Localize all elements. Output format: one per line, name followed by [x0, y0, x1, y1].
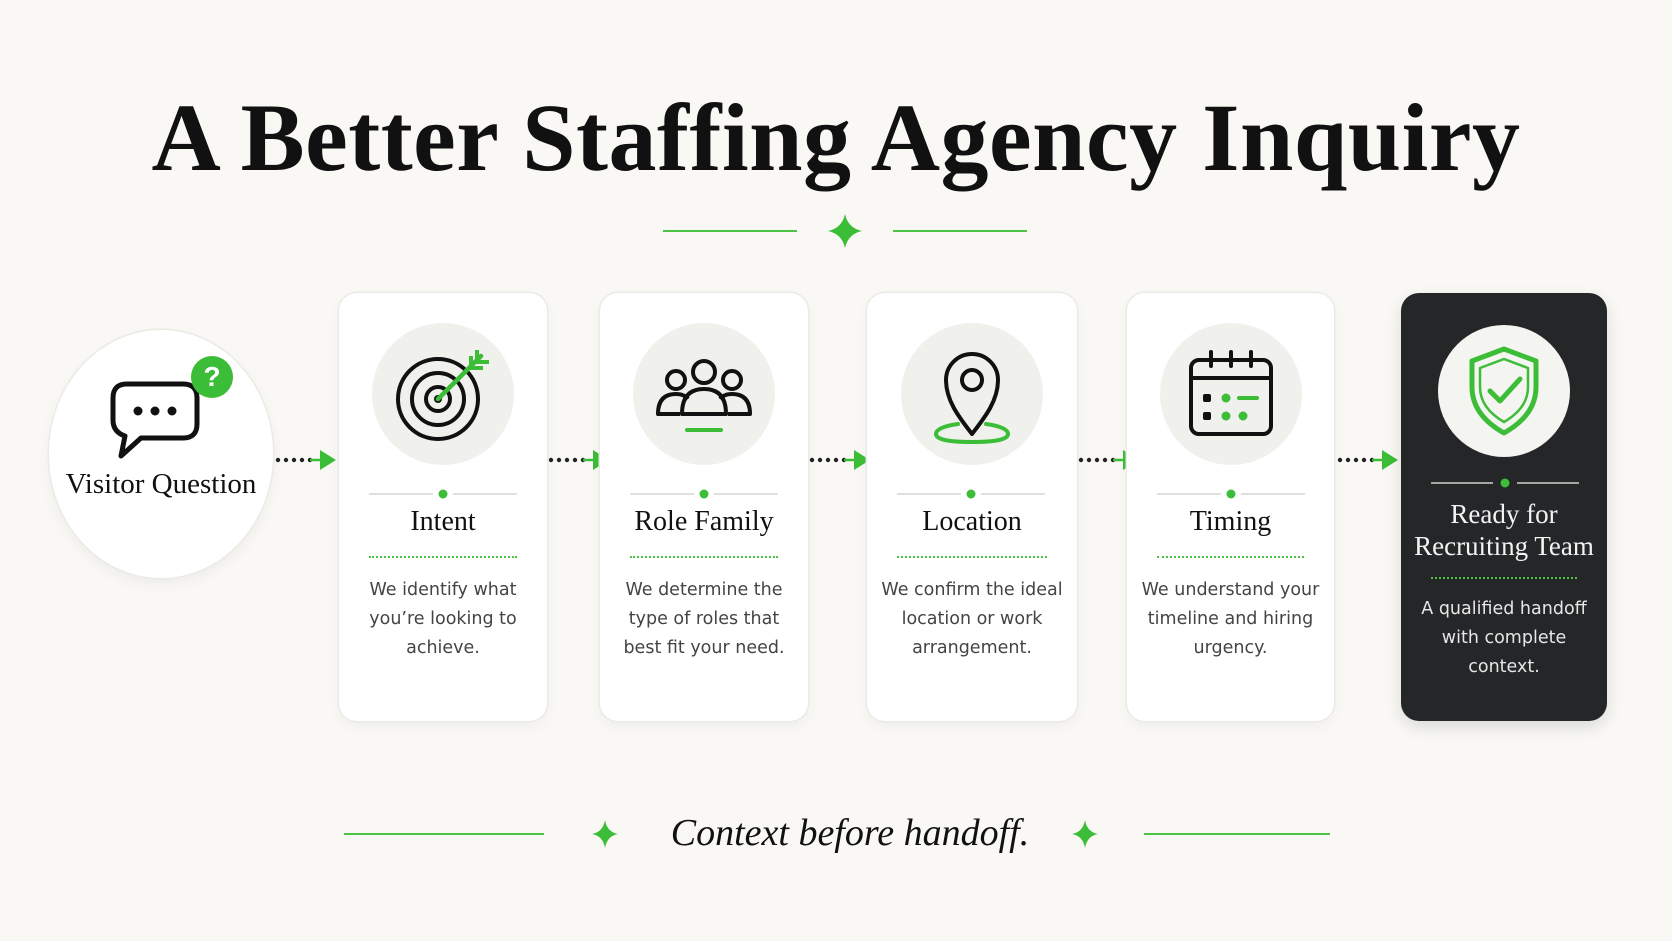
dotted-divider — [369, 556, 517, 558]
final-title: Ready for Recruiting Team — [1414, 499, 1594, 561]
divider-dot — [1431, 478, 1579, 488]
step-title: Timing — [1189, 506, 1272, 537]
divider-dot — [369, 489, 517, 499]
step-card-intent: Intent We identify what you’re looking t… — [339, 293, 547, 721]
step-description: We determine the type of roles that best… — [623, 580, 785, 658]
sparkle-icon — [592, 820, 618, 848]
divider-dot — [1157, 489, 1305, 499]
calendar-icon — [1188, 350, 1273, 436]
page-title: A Better Staffing Agency Inquiry — [151, 84, 1521, 191]
divider-dot — [897, 489, 1045, 499]
step-title: Intent — [410, 506, 476, 537]
step-description: We confirm the ideal location or work ar… — [881, 580, 1063, 658]
tagline: Context before handoff. — [670, 812, 1030, 854]
sparkle-icon — [1072, 820, 1098, 848]
icon-circle — [633, 323, 775, 465]
sparkle-icon — [828, 214, 862, 248]
dotted-divider — [897, 556, 1047, 558]
step-card-location: Location We confirm the ideal location o… — [867, 293, 1077, 721]
icon-circle — [372, 323, 514, 465]
dotted-divider — [1431, 577, 1577, 579]
step-title: Location — [922, 506, 1022, 537]
step-card-timing: Timing We understand your timeline and h… — [1127, 293, 1334, 721]
connector-arrow — [275, 450, 336, 470]
icon-circle — [1438, 325, 1570, 457]
icon-circle — [1159, 323, 1302, 465]
visitor-question-node: ? Visitor Question — [49, 330, 273, 578]
footer-ornament — [344, 820, 1330, 848]
question-badge-icon: ? — [191, 356, 233, 398]
connector-arrow — [809, 450, 870, 470]
connector-arrow — [1337, 450, 1398, 470]
final-card-ready: Ready for Recruiting Team A qualified ha… — [1401, 293, 1607, 721]
final-description: A qualified handoff with complete contex… — [1421, 599, 1587, 677]
people-group-icon — [656, 359, 752, 432]
visitor-question-label: Visitor Question — [65, 468, 257, 500]
icon-circle — [901, 323, 1043, 465]
step-description: We identify what you’re looking to achie… — [369, 580, 517, 658]
dotted-divider — [630, 556, 778, 558]
step-title: Role Family — [634, 506, 774, 537]
divider-dot — [630, 489, 778, 499]
title-ornament — [663, 214, 1027, 248]
step-description: We understand your timeline and hiring u… — [1141, 580, 1320, 658]
shield-check-icon — [1469, 346, 1539, 436]
target-arrow-icon — [396, 350, 489, 441]
map-pin-icon — [933, 352, 1011, 444]
connector-arrow — [548, 450, 609, 470]
dotted-divider — [1157, 556, 1304, 558]
step-card-role-family: Role Family We determine the type of rol… — [600, 293, 808, 721]
speech-bubble-icon — [110, 381, 200, 459]
